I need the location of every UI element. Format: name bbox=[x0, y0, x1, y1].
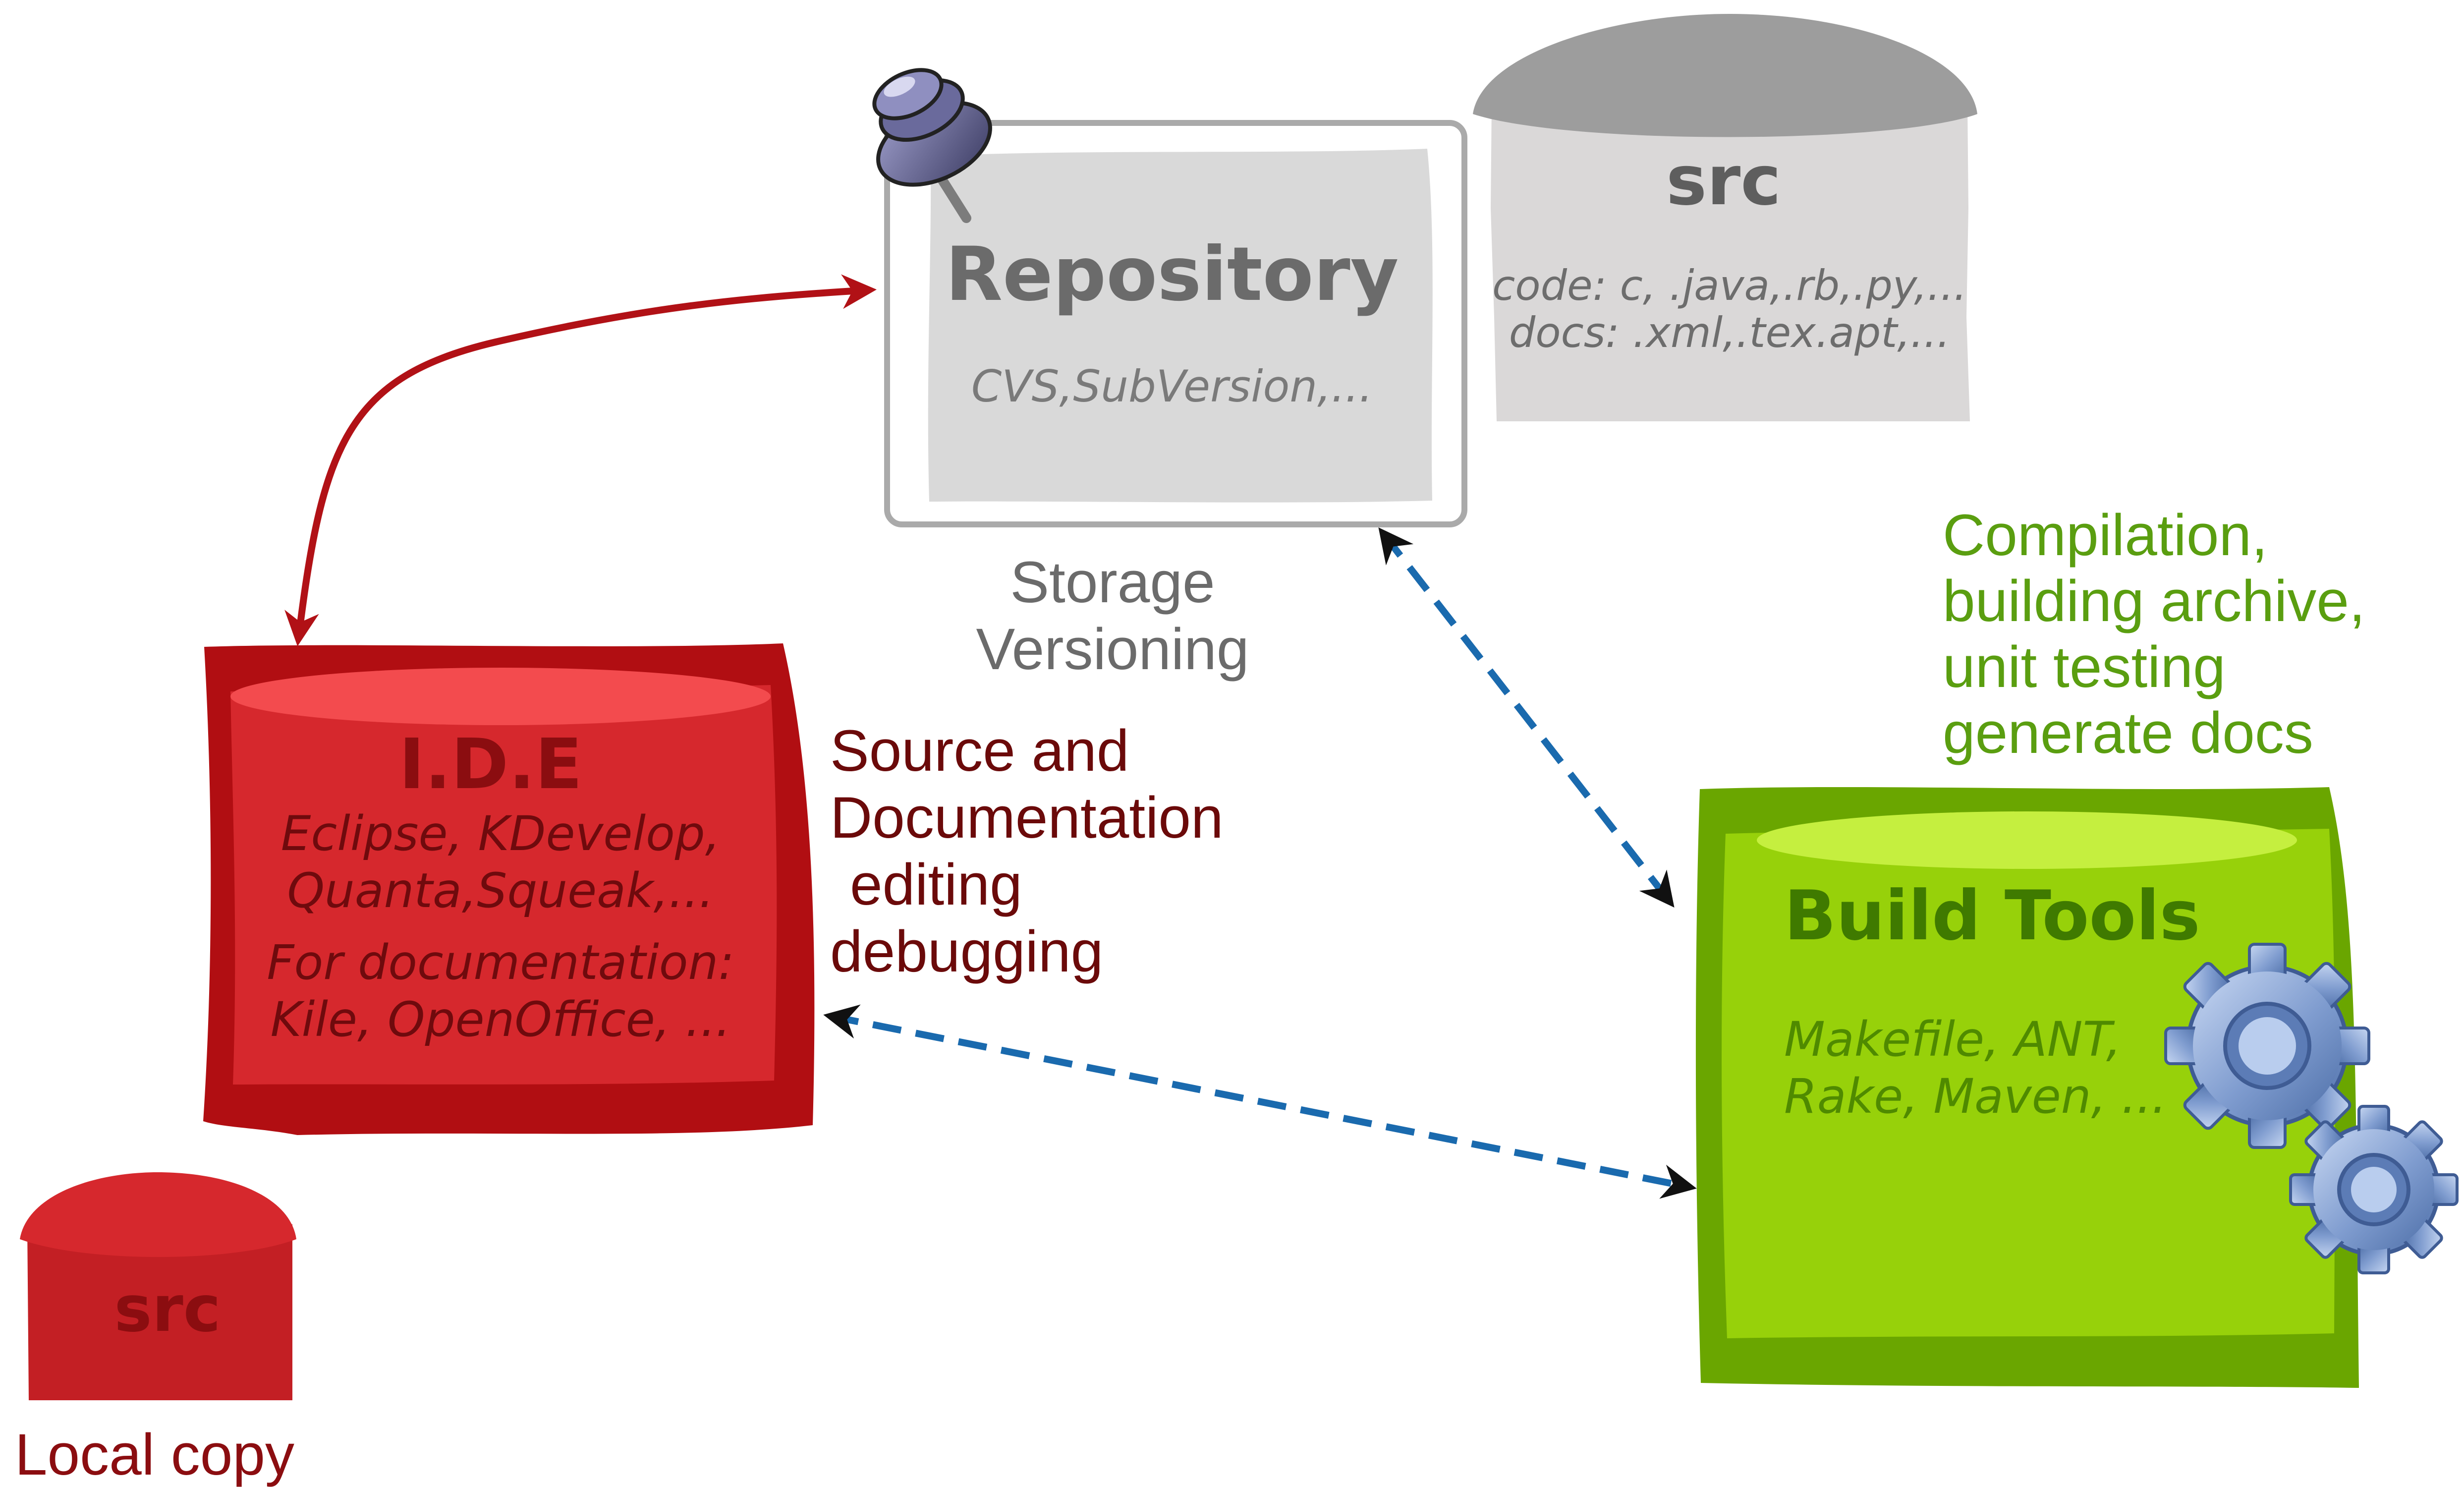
repo-src-docs-line: docs: .xml,.tex.apt,... bbox=[1509, 308, 1950, 357]
build-tools-line2: Rake, Maven, ... bbox=[1784, 1069, 2167, 1124]
local-src-title: src bbox=[114, 1272, 221, 1346]
ide-repository-arrow bbox=[284, 274, 877, 646]
gear-icon bbox=[2289, 1105, 2459, 1274]
ide-caption-line3: editing bbox=[850, 852, 1022, 917]
ide-caption-line4: debugging bbox=[830, 919, 1103, 984]
build-tools-line1: Makefile, ANT, bbox=[1784, 1012, 2121, 1067]
ide-docs-line2: Kile, OpenOffice, ... bbox=[271, 992, 731, 1047]
repository-title: Repository bbox=[946, 231, 1399, 318]
ide-tools-line2: Quanta,Squeak,... bbox=[287, 863, 714, 918]
build-tools-title: Build Tools bbox=[1784, 876, 2200, 956]
repository-tools: CVS,SubVersion,... bbox=[971, 361, 1373, 412]
ide-title: I.D.E bbox=[399, 724, 582, 805]
build-caption-line4: generate docs bbox=[1943, 700, 2313, 766]
pushpin-icon bbox=[872, 68, 992, 223]
build-caption-line2: building archive, bbox=[1943, 569, 2365, 634]
local-copy-caption: Local copy bbox=[15, 1422, 294, 1487]
repository-build-arrow bbox=[1378, 527, 1675, 908]
gear-icon bbox=[2164, 943, 2370, 1149]
repo-src-code-line: code: c, .java,.rb,.py,... bbox=[1492, 261, 1967, 310]
ide-caption-line1: Source and bbox=[830, 718, 1129, 784]
ide-build-arrow bbox=[823, 1004, 1697, 1199]
build-caption-line1: Compilation, bbox=[1943, 503, 2268, 568]
ide-box: I.D.E Eclipse, KDevelop, Quanta,Squeak,.… bbox=[203, 643, 815, 1135]
ide-caption-line2: Documentation bbox=[830, 785, 1224, 851]
ide-docs-line1: For documentation: bbox=[267, 935, 734, 990]
ide-tools-line1: Eclipse, KDevelop, bbox=[281, 806, 721, 861]
local-src-cylinder: src bbox=[20, 1172, 296, 1400]
build-caption-line3: unit testing bbox=[1943, 634, 2226, 700]
repo-src-cylinder: src code: c, .java,.rb,.py,... docs: .xm… bbox=[1473, 14, 1977, 421]
repository-box: Repository CVS,SubVersion,... bbox=[884, 120, 1467, 527]
repository-caption-versioning: Versioning bbox=[976, 617, 1249, 682]
repository-caption-storage: Storage bbox=[1010, 550, 1215, 615]
repo-src-title: src bbox=[1666, 141, 1781, 221]
build-tools-box: Build Tools Makefile, ANT, Rake, Maven, … bbox=[1695, 787, 2359, 1388]
